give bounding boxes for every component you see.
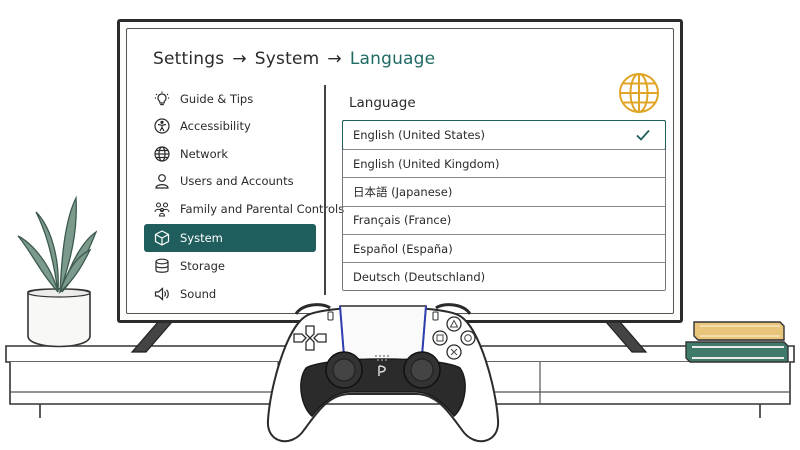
sidebar: Guide & Tips Accessibility Network	[144, 85, 344, 308]
speaker-icon	[154, 286, 170, 302]
books-illustration	[685, 321, 789, 363]
sidebar-item-network[interactable]: Network	[144, 140, 316, 168]
game-controller	[266, 303, 500, 443]
breadcrumb-arrow-icon: →	[327, 49, 342, 69]
language-option-label: Español (España)	[353, 241, 453, 256]
sidebar-item-label: Sound	[180, 286, 217, 301]
breadcrumb-system[interactable]: System	[254, 49, 320, 69]
language-option-en-uk[interactable]: English (United Kingdom)	[343, 149, 665, 177]
checkmark-icon	[636, 129, 650, 141]
language-option-fr[interactable]: Français (France)	[343, 205, 665, 234]
accessibility-icon	[154, 118, 170, 134]
sidebar-item-sound[interactable]: Sound	[144, 280, 316, 308]
breadcrumb-language: Language	[349, 49, 436, 69]
sidebar-item-guide-tips[interactable]: Guide & Tips	[144, 85, 316, 113]
sidebar-item-accessibility[interactable]: Accessibility	[144, 113, 316, 141]
language-option-label: 日本語 (Japanese)	[353, 184, 453, 199]
sidebar-item-label: Storage	[180, 259, 225, 274]
language-option-en-us[interactable]: English (United States)	[342, 120, 666, 150]
sidebar-item-label: Family and Parental Controls	[180, 201, 345, 216]
sidebar-item-label: System	[180, 230, 223, 245]
family-icon	[154, 201, 170, 217]
language-option-label: English (United States)	[353, 128, 486, 142]
sidebar-item-family-parental[interactable]: Family and Parental Controls	[144, 195, 344, 223]
globe-icon	[154, 146, 170, 162]
breadcrumb-settings[interactable]: Settings	[153, 49, 225, 69]
tv-screen: Settings → System → Language Guide & Tips Ac…	[117, 19, 683, 323]
sidebar-item-storage[interactable]: Storage	[144, 253, 316, 281]
cube-icon	[154, 229, 170, 246]
language-option-label: Français (France)	[353, 213, 452, 228]
language-option-es[interactable]: Español (España)	[343, 233, 665, 262]
lightbulb-icon	[154, 91, 170, 107]
language-globe-icon	[619, 73, 659, 113]
settings-window: Settings → System → Language Guide & Tips Ac…	[126, 28, 674, 314]
language-option-ja[interactable]: 日本語 (Japanese)	[343, 177, 665, 205]
sidebar-item-label: Accessibility	[180, 119, 251, 134]
breadcrumb: Settings → System → Language	[153, 49, 435, 69]
language-option-de[interactable]: Deutsch (Deutschland)	[343, 262, 665, 290]
sidebar-item-label: Users and Accounts	[180, 174, 294, 189]
language-option-label: Deutsch (Deutschland)	[353, 269, 486, 284]
sidebar-item-system[interactable]: System	[144, 223, 316, 252]
database-icon	[154, 258, 170, 274]
language-list: English (United States) English (United …	[342, 120, 666, 292]
sidebar-item-label: Network	[180, 146, 229, 161]
sidebar-item-label: Guide & Tips	[180, 91, 254, 106]
content-title: Language	[349, 95, 416, 111]
breadcrumb-arrow-icon: →	[232, 49, 247, 69]
language-option-label: English (United Kingdom)	[353, 156, 500, 171]
panel-divider	[324, 85, 326, 295]
sidebar-item-users-accounts[interactable]: Users and Accounts	[144, 168, 316, 196]
user-icon	[154, 173, 170, 189]
